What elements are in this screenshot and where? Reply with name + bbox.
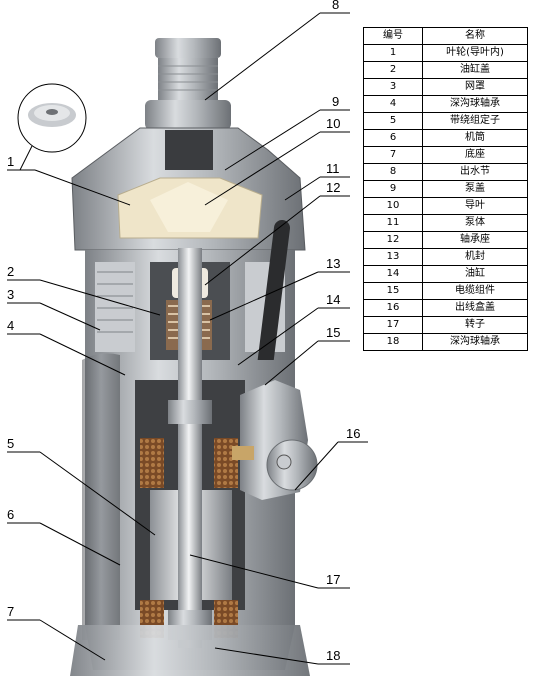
part-name: 电缆组件 bbox=[422, 282, 528, 300]
callout-12: 12 bbox=[326, 180, 340, 195]
junction-box-cover bbox=[266, 439, 318, 491]
part-name: 底座 bbox=[422, 146, 528, 164]
part-number: 15 bbox=[363, 282, 423, 300]
pump-illustration bbox=[17, 38, 318, 676]
base bbox=[70, 625, 310, 676]
part-name: 导叶 bbox=[422, 197, 528, 215]
callout-9: 9 bbox=[332, 94, 339, 109]
part-name: 油缸盖 bbox=[422, 61, 528, 79]
callout-5: 5 bbox=[7, 436, 14, 451]
part-number: 3 bbox=[363, 78, 423, 96]
header-number: 编号 bbox=[363, 27, 423, 45]
part-name: 深沟球轴承 bbox=[422, 95, 528, 113]
callout-8: 8 bbox=[332, 0, 339, 12]
callout-16: 16 bbox=[346, 426, 360, 441]
callout-10: 10 bbox=[326, 116, 340, 131]
part-name: 叶轮(导叶内) bbox=[422, 44, 528, 62]
part-number: 6 bbox=[363, 129, 423, 147]
part-name: 泵体 bbox=[422, 214, 528, 232]
part-name: 转子 bbox=[422, 316, 528, 334]
part-number: 13 bbox=[363, 248, 423, 266]
part-number: 1 bbox=[363, 44, 423, 62]
part-number: 17 bbox=[363, 316, 423, 334]
callout-numbers: 1 2 3 4 5 6 7 8 9 10 11 12 13 14 15 16 1… bbox=[7, 0, 360, 663]
callout-18: 18 bbox=[326, 648, 340, 663]
part-name: 泵盖 bbox=[422, 180, 528, 198]
part-number: 18 bbox=[363, 333, 423, 351]
part-name: 出水节 bbox=[422, 163, 528, 181]
callout-6: 6 bbox=[7, 507, 14, 522]
part-number: 9 bbox=[363, 180, 423, 198]
part-name: 机筒 bbox=[422, 129, 528, 147]
callout-17: 17 bbox=[326, 572, 340, 587]
part-number: 5 bbox=[363, 112, 423, 130]
impeller-inset bbox=[17, 83, 87, 171]
header-name: 名称 bbox=[422, 27, 528, 45]
table-header-row: 编号 名称 bbox=[363, 27, 528, 45]
callout-2: 2 bbox=[7, 264, 14, 279]
stator-coil-left bbox=[140, 438, 164, 488]
shaft bbox=[178, 248, 202, 648]
part-number: 14 bbox=[363, 265, 423, 283]
part-name: 轴承座 bbox=[422, 231, 528, 249]
part-number: 11 bbox=[363, 214, 423, 232]
outlet-nozzle bbox=[155, 38, 221, 58]
leader-lines bbox=[7, 12, 368, 665]
leader-1b bbox=[34, 169, 131, 206]
outlet-pipe bbox=[158, 58, 218, 102]
part-name: 带绕组定子 bbox=[422, 112, 528, 130]
part-name: 油缸 bbox=[422, 265, 528, 283]
part-number: 8 bbox=[363, 163, 423, 181]
callout-1: 1 bbox=[7, 154, 14, 169]
part-number: 10 bbox=[363, 197, 423, 215]
callout-13: 13 bbox=[326, 256, 340, 271]
part-number: 7 bbox=[363, 146, 423, 164]
stator-coil-right bbox=[214, 438, 238, 488]
callout-11: 11 bbox=[326, 161, 340, 176]
part-name: 深沟球轴承 bbox=[422, 333, 528, 351]
part-name: 出线盒盖 bbox=[422, 299, 528, 317]
part-number: 4 bbox=[363, 95, 423, 113]
part-number: 12 bbox=[363, 231, 423, 249]
part-number: 2 bbox=[363, 61, 423, 79]
callout-4: 4 bbox=[7, 318, 14, 333]
part-number: 16 bbox=[363, 299, 423, 317]
part-name: 网罩 bbox=[422, 78, 528, 96]
callout-14: 14 bbox=[326, 292, 340, 307]
part-name: 机封 bbox=[422, 248, 528, 266]
callout-3: 3 bbox=[7, 287, 14, 302]
callout-15: 15 bbox=[326, 325, 340, 340]
callout-7: 7 bbox=[7, 604, 14, 619]
